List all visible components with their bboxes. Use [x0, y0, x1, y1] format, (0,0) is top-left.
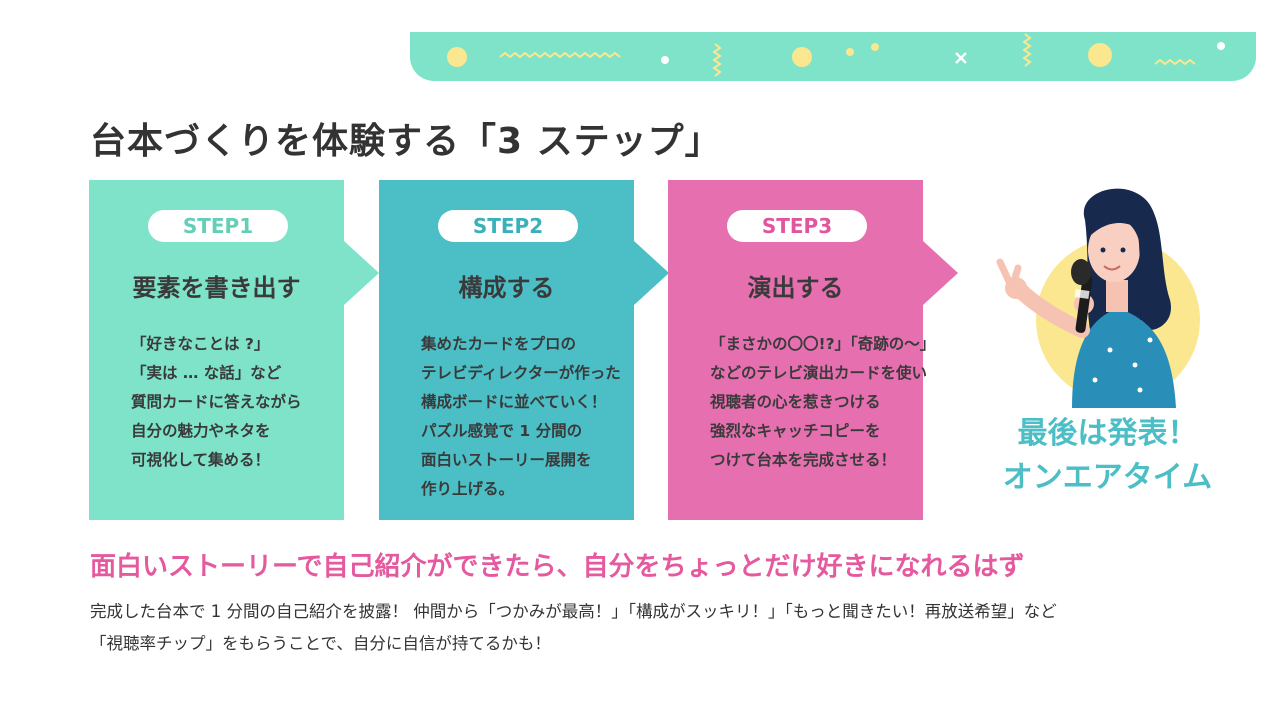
step-1-line: 「好きなことは ?」: [131, 335, 270, 353]
step-2-heading: 構成する: [458, 274, 555, 302]
step-3-body: 「まさかの〇〇!?」「奇跡の〜」 などのテレビ演出カードを使い 視聴者の心を惹き…: [710, 330, 936, 475]
step-1-line: 可視化して集める！: [131, 451, 271, 469]
description-line-2: 「視聴率チップ」をもらうことで、自分に自信が持てるかも！: [90, 634, 551, 653]
step-3-line: 強烈なキャッチコピーを: [710, 422, 881, 440]
step-2-line: 集めたカードをプロの: [421, 335, 577, 353]
step-1-card: STEP1 要素を書き出す 「好きなことは ?」 「実は … な話」など 質問カ…: [89, 180, 379, 520]
step-1-line: 「実は … な話」など: [131, 364, 282, 382]
finale-line-2: オンエアタイム: [1002, 460, 1213, 495]
description-line-1: 完成した台本で 1 分間の自己紹介を披露！ 仲間から「つかみが最高！」「構成がス…: [90, 602, 1057, 621]
confetti-decoration-icon: [447, 33, 1225, 77]
step-3-label: STEP3: [727, 210, 867, 242]
subheading: 面白いストーリーで自己紹介ができたら、自分をちょっとだけ好きになれるはず: [90, 552, 1025, 582]
step-1-heading: 要素を書き出す: [132, 274, 301, 302]
presenter-illustration: [990, 180, 1210, 414]
step-3-line: つけて台本を完成させる！: [710, 451, 897, 469]
step-2-line: 構成ボードに並べていく！: [421, 393, 607, 411]
step-1-label: STEP1: [148, 210, 288, 242]
step-3-line: 視聴者の心を惹きつける: [710, 393, 881, 411]
step-2-line: テレビディレクターが作った: [421, 364, 621, 382]
step-1-line: 自分の魅力やネタを: [131, 422, 271, 440]
step-2-line: 作り上げる。: [421, 480, 515, 498]
step-2-label: STEP2: [438, 210, 578, 242]
step-3-heading: 演出する: [747, 274, 844, 302]
finale-line-1: 最後は発表！: [1017, 416, 1198, 451]
presenter-woman-icon: [996, 188, 1200, 408]
step-3-card: STEP3 演出する 「まさかの〇〇!?」「奇跡の〜」 などのテレビ演出カードを…: [668, 180, 958, 520]
step-1-body: 「好きなことは ?」 「実は … な話」など 質問カードに答えながら 自分の魅力…: [131, 330, 336, 475]
step-2-card: STEP2 構成する 集めたカードをプロの テレビディレクターが作った 構成ボー…: [379, 180, 669, 520]
decorative-banner: [410, 32, 1256, 81]
step-3-line: などのテレビ演出カードを使い: [710, 364, 928, 382]
step-1-arrow: [344, 241, 379, 305]
step-2-arrow: [634, 241, 669, 305]
step-2-line: パズル感覚で 1 分間の: [421, 422, 583, 440]
step-2-line: 面白いストーリー展開を: [421, 451, 592, 469]
finale-callout: 最後は発表！ オンエアタイム: [985, 412, 1230, 500]
step-3-arrow: [923, 241, 958, 305]
step-3-line: 「まさかの〇〇!?」「奇跡の〜」: [710, 335, 936, 353]
description: 完成した台本で 1 分間の自己紹介を披露！ 仲間から「つかみが最高！」「構成がス…: [90, 596, 1057, 660]
step-2-body: 集めたカードをプロの テレビディレクターが作った 構成ボードに並べていく！ パズ…: [421, 330, 626, 504]
page-title: 台本づくりを体験する「3 ステップ」: [90, 121, 722, 162]
step-1-line: 質問カードに答えながら: [131, 393, 302, 411]
